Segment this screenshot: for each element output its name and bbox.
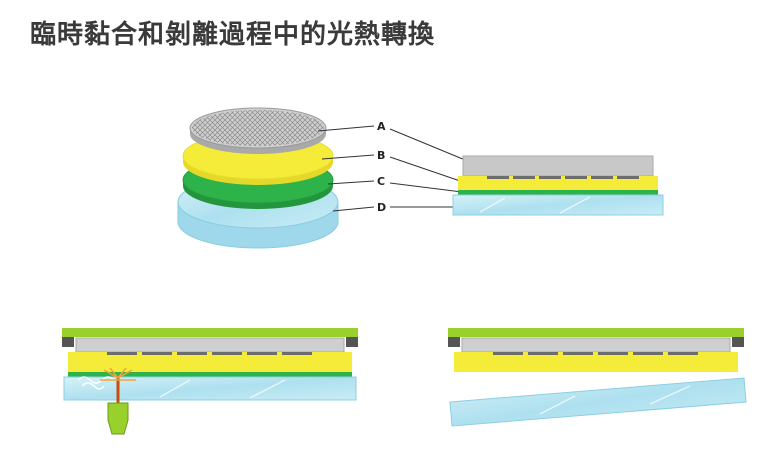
heat-effect <box>77 376 115 390</box>
top-plate <box>62 328 358 337</box>
adhesive-section <box>458 176 658 190</box>
adhesive-section <box>454 352 738 372</box>
label-b: B <box>377 149 385 162</box>
wafer-section <box>75 337 345 353</box>
laser-head-icon <box>107 402 129 435</box>
leader-lines <box>317 125 471 212</box>
chuck-left <box>62 337 74 347</box>
label-d: D <box>377 201 386 214</box>
top-plate <box>448 328 744 337</box>
exploded-layer-stack <box>177 107 339 249</box>
bonded-stack-section <box>452 155 664 216</box>
device-bumps <box>493 352 698 355</box>
wafer-section <box>462 155 654 177</box>
device-bumps <box>107 352 312 355</box>
glass-carrier-tilted <box>449 377 747 427</box>
adhesive-section <box>68 352 352 372</box>
chuck-right <box>732 337 744 347</box>
separated-section <box>448 328 747 427</box>
laser-debond-section <box>62 328 358 435</box>
wafer-section <box>461 337 731 353</box>
lthc-section <box>458 190 658 195</box>
page-title: 臨時黏合和剝離過程中的光熱轉換 <box>30 20 436 50</box>
glass-section <box>63 376 357 401</box>
glass-section <box>452 194 664 216</box>
label-a: A <box>377 120 386 133</box>
wafer-disc <box>189 107 327 154</box>
laser-beam-icon <box>100 367 136 403</box>
chuck-left <box>448 337 460 347</box>
lthc-section <box>68 372 352 377</box>
label-c: C <box>377 175 385 188</box>
device-bumps <box>487 176 639 179</box>
chuck-right <box>346 337 358 347</box>
